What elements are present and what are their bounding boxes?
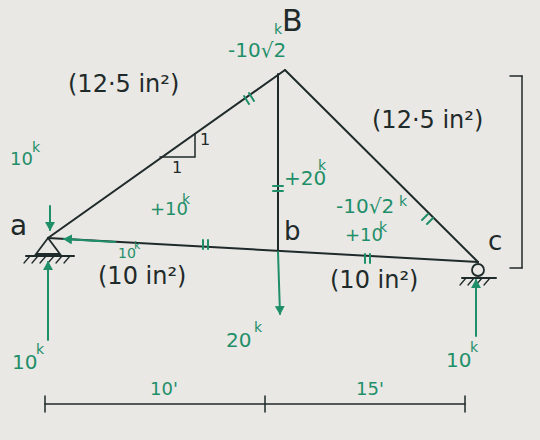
- unit: k: [274, 22, 282, 36]
- force-value: -10√2: [228, 40, 286, 60]
- member-area: (12·5 in²): [372, 108, 483, 132]
- joint-name: b: [284, 218, 301, 244]
- slope-triangle: [160, 134, 195, 157]
- truss-member: [285, 70, 478, 262]
- unit: k: [36, 342, 44, 356]
- truss-member: [277, 74, 279, 250]
- slope-value: 1: [172, 160, 182, 176]
- unit: k: [134, 240, 140, 251]
- force-value: 10: [10, 150, 33, 168]
- reaction-arrow: [475, 280, 477, 336]
- joint-name: B: [282, 6, 303, 36]
- bracket: [510, 267, 522, 269]
- force-value: 10: [118, 246, 136, 260]
- member-tick: [203, 240, 208, 249]
- roller-support: [472, 264, 484, 276]
- member-area: (12·5 in²): [68, 72, 179, 96]
- unit: k: [399, 194, 407, 208]
- bracket: [510, 75, 522, 77]
- joint-name: a: [10, 212, 27, 240]
- unit: k: [470, 340, 478, 354]
- joint-name: c: [488, 228, 502, 254]
- member-tick: [365, 254, 370, 263]
- truss-member: [48, 70, 285, 238]
- load-arrow: [278, 252, 280, 314]
- force-arrow: [64, 239, 115, 242]
- dimension-tick: [45, 396, 465, 412]
- unit: k: [254, 320, 262, 334]
- truss-member: [48, 238, 478, 262]
- reaction-arrow: [47, 262, 49, 340]
- member-tick: [422, 214, 433, 224]
- ground-line: [462, 277, 496, 279]
- force-value: -10√2: [336, 196, 394, 216]
- ground-hatch: [24, 256, 70, 263]
- dimension: 10': [150, 380, 178, 398]
- reaction-value: 10: [12, 352, 37, 372]
- unit: k: [182, 192, 190, 206]
- force-value: +10: [345, 226, 383, 244]
- bracket: [521, 76, 523, 268]
- member-tick: [244, 93, 254, 104]
- slope-value: 1: [200, 132, 210, 148]
- member-tick: [273, 186, 283, 191]
- ground-line: [26, 255, 74, 257]
- reaction-value: 10: [446, 350, 471, 370]
- member-area: (10 in²): [330, 268, 418, 292]
- dimension-line: [45, 403, 465, 405]
- dimension: 15': [356, 380, 384, 398]
- member-area: (10 in²): [98, 264, 186, 288]
- unit: k: [379, 220, 387, 234]
- load-value: 20: [226, 330, 251, 350]
- load-arrow: [49, 206, 51, 230]
- unit: k: [32, 140, 40, 154]
- unit: k: [318, 158, 326, 172]
- pin-support: [36, 238, 60, 254]
